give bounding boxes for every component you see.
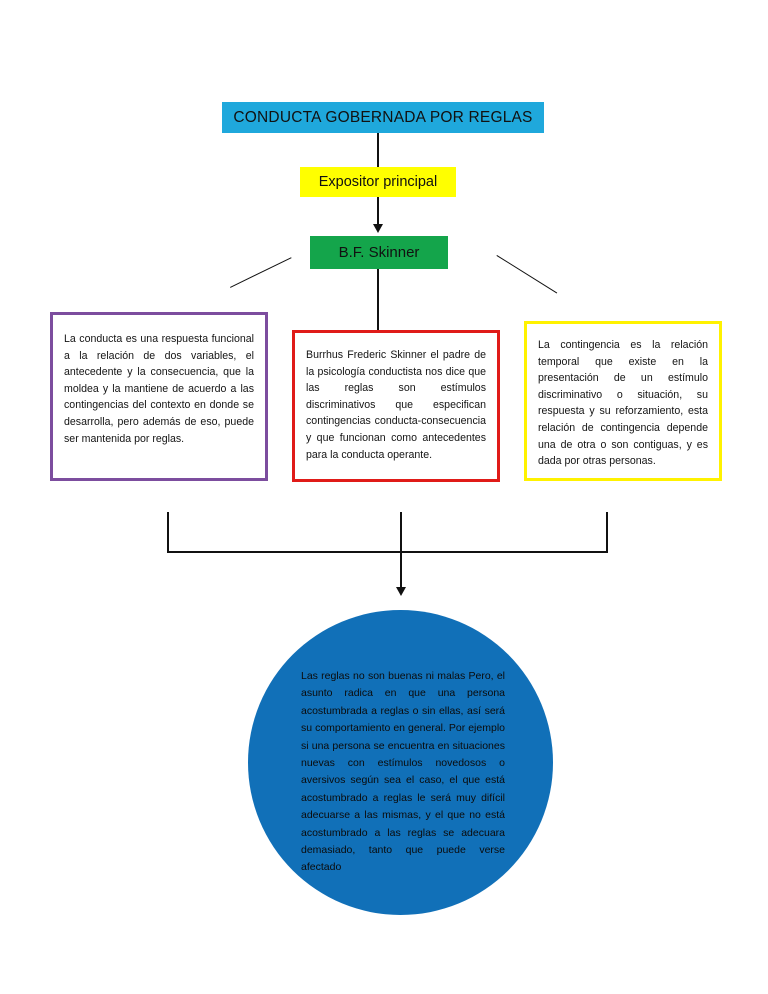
arrowhead-down-icon — [372, 224, 383, 233]
connector-expositor-to-skinner — [377, 197, 379, 227]
arrowhead-down-icon — [395, 587, 406, 596]
circle-reglas-text: Las reglas no son buenas ni malas Pero, … — [301, 670, 505, 874]
skinner-box-label: B.F. Skinner — [338, 244, 420, 261]
node-definicion-contingencia: La contingencia es la relación temporal … — [524, 321, 722, 481]
title-box-label: CONDUCTA GOBERNADA POR REGLAS — [233, 108, 533, 126]
connector-title-to-expositor — [377, 133, 379, 167]
node-bf-skinner: B.F. Skinner — [310, 236, 448, 269]
node-title-conducta-gobernada: CONDUCTA GOBERNADA POR REGLAS — [222, 102, 544, 133]
node-definicion-reglas-skinner: Burrhus Frederic Skinner el padre de la … — [292, 330, 500, 482]
connector-stub-left — [167, 512, 169, 553]
connector-skinner-to-middle-box — [377, 269, 379, 330]
box-burrhus-text: Burrhus Frederic Skinner el padre de la … — [306, 349, 486, 461]
node-expositor-principal: Expositor principal — [300, 167, 456, 197]
box-conducta-text: La conducta es una respuesta funcional a… — [64, 333, 254, 445]
expositor-box-label: Expositor principal — [318, 174, 438, 190]
connector-bus-to-circle — [400, 551, 402, 590]
connector-diagonal-left — [230, 257, 292, 288]
connector-merge-bus — [167, 551, 607, 553]
connector-stub-middle — [400, 512, 402, 553]
node-definicion-conducta: La conducta es una respuesta funcional a… — [50, 312, 268, 481]
node-conclusion-circle: Las reglas no son buenas ni malas Pero, … — [248, 610, 553, 915]
connector-stub-right — [606, 512, 608, 553]
connector-diagonal-right — [496, 255, 558, 294]
box-contingencia-text: La contingencia es la relación temporal … — [538, 339, 708, 468]
